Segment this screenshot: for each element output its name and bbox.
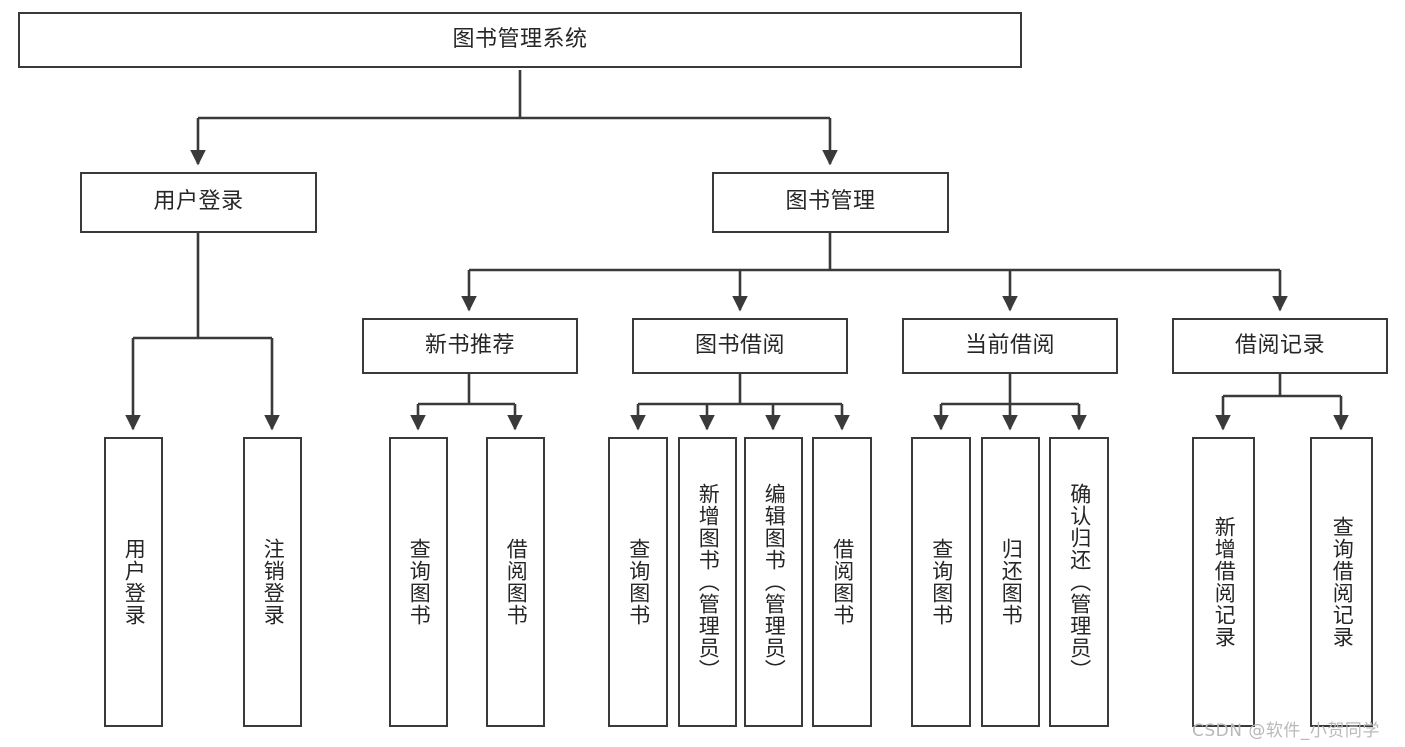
leaf-query-book-1-label: 查询图书 xyxy=(407,538,432,626)
leaf-borrow-book-2[interactable]: 借阅图书 xyxy=(812,437,872,727)
leaf-borrow-book-1-label: 借阅图书 xyxy=(504,538,529,626)
leaf-edit-book[interactable]: 编辑图书（管理员） xyxy=(744,437,803,727)
leaf-edit-book-label: 编辑图书（管理员） xyxy=(762,483,787,681)
csdn-watermark: CSDN @软件_小贺同学 xyxy=(1192,721,1380,741)
node-book-borrow-label: 图书借阅 xyxy=(694,332,785,358)
node-new-book-recommend[interactable]: 新书推荐 xyxy=(362,318,578,374)
leaf-return-book-label: 归还图书 xyxy=(999,538,1024,626)
leaf-query-book-2-label: 查询图书 xyxy=(626,538,651,626)
leaf-query-book-1[interactable]: 查询图书 xyxy=(389,437,448,727)
leaf-user-login[interactable]: 用户登录 xyxy=(104,437,163,727)
leaf-borrow-book-2-label: 借阅图书 xyxy=(830,538,855,626)
node-borrow-record[interactable]: 借阅记录 xyxy=(1172,318,1388,374)
node-user-login-label: 用户登录 xyxy=(153,189,244,215)
leaf-query-record-label: 查询借阅记录 xyxy=(1330,516,1355,648)
node-current-borrow[interactable]: 当前借阅 xyxy=(902,318,1118,374)
node-book-borrow[interactable]: 图书借阅 xyxy=(632,318,848,374)
node-book-management-label: 图书管理 xyxy=(785,189,876,215)
leaf-add-book[interactable]: 新增图书（管理员） xyxy=(678,437,737,727)
leaf-return-book[interactable]: 归还图书 xyxy=(981,437,1040,727)
node-current-borrow-label: 当前借阅 xyxy=(964,332,1055,358)
node-user-login[interactable]: 用户登录 xyxy=(80,172,317,233)
leaf-query-book-2[interactable]: 查询图书 xyxy=(608,437,668,727)
leaf-query-book-3-label: 查询图书 xyxy=(929,538,954,626)
node-borrow-record-label: 借阅记录 xyxy=(1234,332,1325,358)
node-root[interactable]: 图书管理系统 xyxy=(18,12,1022,68)
leaf-add-record-label: 新增借阅记录 xyxy=(1212,516,1237,648)
leaf-logout-login[interactable]: 注销登录 xyxy=(243,437,302,727)
leaf-borrow-book-1[interactable]: 借阅图书 xyxy=(486,437,545,727)
node-new-book-recommend-label: 新书推荐 xyxy=(424,332,515,358)
leaf-add-book-label: 新增图书（管理员） xyxy=(696,483,721,681)
node-book-management[interactable]: 图书管理 xyxy=(712,172,949,233)
leaf-confirm-return-label: 确认归还（管理员） xyxy=(1067,483,1092,681)
leaf-logout-login-label: 注销登录 xyxy=(261,538,286,626)
node-root-label: 图书管理系统 xyxy=(452,26,588,52)
leaf-user-login-label: 用户登录 xyxy=(122,538,147,626)
leaf-confirm-return[interactable]: 确认归还（管理员） xyxy=(1049,437,1109,727)
leaf-query-book-3[interactable]: 查询图书 xyxy=(911,437,971,727)
leaf-add-record[interactable]: 新增借阅记录 xyxy=(1192,437,1255,727)
leaf-query-record[interactable]: 查询借阅记录 xyxy=(1310,437,1373,727)
